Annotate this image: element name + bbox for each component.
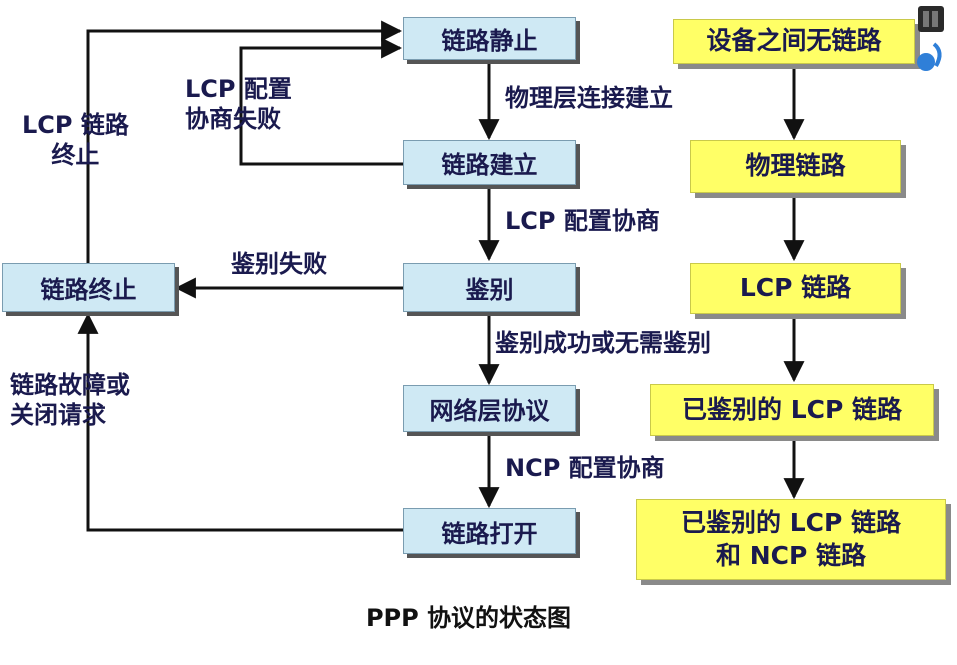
state-link-terminate-label: 链路终止 (40, 276, 137, 304)
label-lcp-negotiation: LCP 配置协商 (505, 207, 660, 235)
condition-full-line2: 和 NCP 链路 (715, 540, 866, 570)
arrow-terminate-to-dead (86, 20, 403, 263)
state-link-open-label: 链路打开 (441, 519, 538, 548)
state-network-layer: 网络层协议 (403, 385, 576, 432)
arrow-open-to-terminate (77, 312, 403, 532)
label-lcp-config-fail-line1: LCP 配置 (185, 75, 292, 103)
figure-caption: PPP 协议的状态图 (365, 604, 572, 632)
condition-authenticated-lcp-link: 已鉴别的 LCP 链路 (650, 384, 934, 436)
label-ncp-negotiation: NCP 配置协商 (505, 454, 665, 482)
state-link-dead-label: 链路静止 (441, 27, 538, 55)
arrow-establish-to-dead (239, 37, 403, 166)
condition-no-link-label: 设备之间无链路 (706, 26, 882, 56)
label-physical-up: 物理层连接建立 (505, 84, 673, 112)
state-link-dead: 链路静止 (403, 17, 576, 60)
state-authenticate: 鉴别 (403, 263, 576, 312)
condition-no-link: 设备之间无链路 (673, 19, 915, 64)
label-lcp-link-terminate-line2: 终止 (51, 141, 100, 169)
label-lcp-link-terminate-line1: LCP 链路 (22, 111, 129, 139)
state-authenticate-label: 鉴别 (465, 276, 514, 304)
label-fault-or-close-line1: 链路故障或 (10, 371, 130, 399)
label-fault-or-close: 链路故障或 关闭请求 (10, 370, 130, 430)
state-link-terminate: 链路终止 (2, 263, 175, 312)
condition-authenticated-lcp-link-label: 已鉴别的 LCP 链路 (681, 394, 902, 424)
condition-physical-link-label: 物理链路 (745, 151, 846, 181)
condition-full-line1: 已鉴别的 LCP 链路 (680, 508, 901, 537)
condition-lcp-link: LCP 链路 (690, 263, 901, 314)
condition-lcp-link-label: LCP 链路 (739, 273, 852, 303)
state-link-establish: 链路建立 (403, 140, 576, 185)
label-lcp-config-fail: LCP 配置 协商失败 (185, 74, 292, 134)
label-lcp-config-fail-line2: 协商失败 (185, 105, 281, 133)
state-link-open: 链路打开 (403, 508, 576, 554)
label-fault-or-close-line2: 关闭请求 (10, 401, 106, 429)
label-auth-fail: 鉴别失败 (231, 250, 327, 278)
condition-physical-link: 物理链路 (690, 140, 901, 193)
label-lcp-link-terminate: LCP 链路 终止 (22, 110, 129, 170)
corner-logo-icon (917, 6, 944, 71)
state-network-layer-label: 网络层协议 (429, 397, 550, 425)
condition-authenticated-lcp-ncp-link: 已鉴别的 LCP 链路 和 NCP 链路 (636, 499, 946, 580)
state-link-establish-label: 链路建立 (441, 151, 538, 179)
label-auth-ok: 鉴别成功或无需鉴别 (495, 329, 711, 357)
